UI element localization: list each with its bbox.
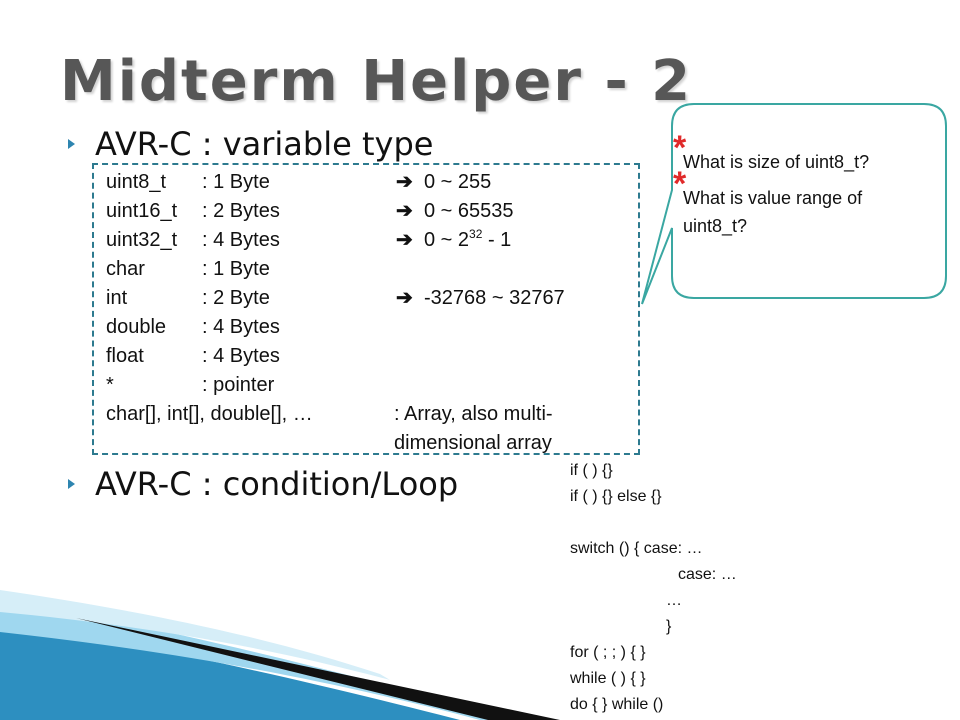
type-name: uint8_t [106,171,167,193]
code-line-for: for ( ; ; ) { } [570,644,646,661]
right-arrow-icon: ➔ [396,171,413,193]
type-range: ➔ 0 ~ 232 - 1 [396,226,511,257]
variable-type-list: uint8_t : 1 Byte ➔ 0 ~ 255 uint16_t : 2 B… [106,168,636,458]
bullet-condition-loop: AVR-C : condition/Loop [68,464,458,504]
array-type-description: : Array, also multi-dimensional array [394,403,553,454]
type-row-pointer: * : pointer [106,371,636,400]
type-range: ➔ 0 ~ 65535 [396,197,514,226]
type-row-int: int : 2 Byte ➔ -32768 ~ 32767 [106,284,636,313]
code-line-if-else: if ( ) {} else {} [570,488,662,505]
type-range-value: -32768 ~ 32767 [424,287,565,309]
type-row-uint32: uint32_t : 4 Bytes ➔ 0 ~ 232 - 1 [106,226,636,255]
code-line-switch-end: } [666,618,672,635]
type-size: : 2 Byte [202,287,270,309]
bullet-text-variable-type: AVR-C : variable type [95,125,434,163]
type-range-exponent: 32 [469,227,483,241]
callout-question-range-text: What is value range of uint8_t? [683,188,863,236]
red-star-icon: * [673,165,687,203]
type-range-tail: - 1 [482,229,512,251]
type-name: float [106,345,144,367]
type-name: uint16_t [106,200,178,222]
type-size: : 4 Bytes [202,345,280,367]
callout-questions: * What is size of uint8_t? * What is val… [673,131,928,248]
array-type-name: char[], int[], double[], … [106,403,313,425]
code-line-switch-start: switch () { case: … [570,540,703,557]
right-arrow-icon: ➔ [396,200,413,222]
type-row-double: double : 4 Bytes [106,313,636,342]
type-range-value: 0 ~ 65535 [424,200,514,222]
variable-type-box [92,163,640,455]
type-range: ➔ -32768 ~ 32767 [396,284,565,313]
type-size: : 1 Byte [202,258,270,280]
type-name: char [106,258,145,280]
type-name: * [106,374,114,396]
code-line-while: while ( ) { } [570,670,646,687]
page-title: Midterm Helper - 2 [60,49,693,114]
type-name: int [106,287,128,309]
callout-question-size-text: What is size of uint8_t? [683,152,870,172]
right-arrow-icon: ➔ [396,229,413,251]
type-size: : 4 Bytes [202,229,280,251]
type-range: ➔ 0 ~ 255 [396,168,491,197]
right-arrow-icon: ➔ [396,287,413,309]
type-row-uint8: uint8_t : 1 Byte ➔ 0 ~ 255 [106,168,636,197]
triangle-bullet-icon [68,479,75,489]
type-row-array: char[], int[], double[], … : Array, also… [106,400,636,458]
triangle-bullet-icon [68,139,75,149]
code-line-switch-case: case: … [678,566,737,583]
red-star-icon: * [673,129,687,167]
type-row-uint16: uint16_t : 2 Bytes ➔ 0 ~ 65535 [106,197,636,226]
type-row-char: char : 1 Byte [106,255,636,284]
type-name: uint32_t [106,229,178,251]
code-gap [570,510,870,536]
decorative-bottom-band [0,590,560,720]
type-size: : 1 Byte [202,171,270,193]
callout-question-range: * What is value range of uint8_t? [673,167,928,240]
bullet-text-condition-loop: AVR-C : condition/Loop [95,465,459,503]
code-line-if: if ( ) {} [570,462,613,479]
code-line-switch-ellipsis: … [666,592,682,609]
code-line-do-while: do { } while () [570,696,664,713]
condition-loop-code: if ( ) {} if ( ) {} else {} switch () { … [570,458,870,718]
type-range-value: 0 ~ 255 [424,171,492,193]
type-range-base: 0 ~ 2 [424,229,470,251]
type-size: : pointer [202,374,275,396]
type-row-float: float : 4 Bytes [106,342,636,371]
type-size: : 2 Bytes [202,200,280,222]
type-size: : 4 Bytes [202,316,280,338]
type-name: double [106,316,167,338]
callout-question-size: * What is size of uint8_t? [673,131,928,176]
bullet-variable-type: AVR-C : variable type [68,124,433,164]
